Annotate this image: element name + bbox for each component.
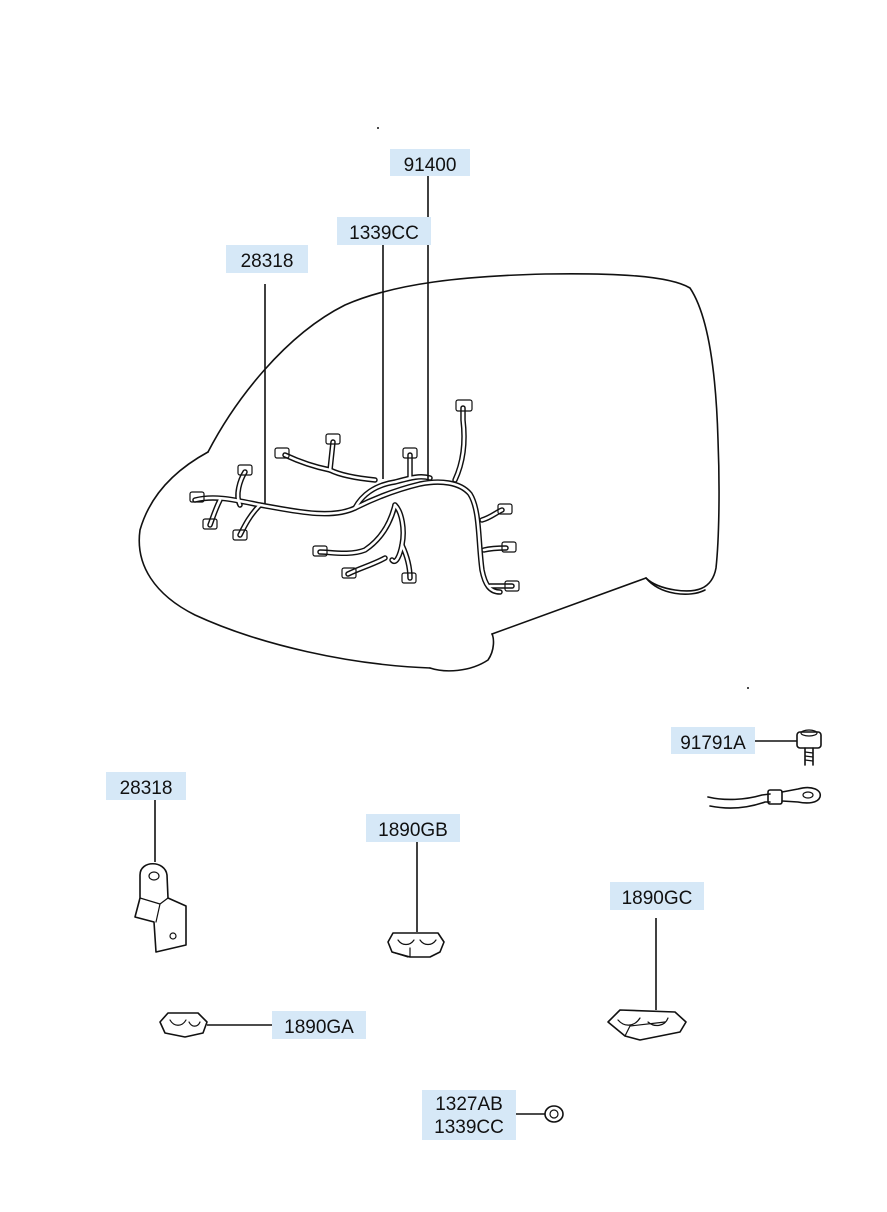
ground-strap: [707, 786, 822, 809]
nut-1327ab: [544, 1105, 564, 1123]
label-1327ab-1339cc[interactable]: 1327AB 1339CC: [422, 1090, 516, 1140]
clip-1890gb: [387, 932, 445, 958]
clip-1890ga: [159, 1012, 208, 1038]
svg-text:91791A: 91791A: [680, 733, 746, 754]
label-91791a[interactable]: 91791A: [671, 727, 755, 754]
svg-text:1890GA: 1890GA: [284, 1017, 354, 1038]
clip-1890gc: [607, 1009, 687, 1041]
svg-text:1327AB: 1327AB: [435, 1094, 503, 1115]
svg-text:28318: 28318: [120, 778, 173, 799]
label-28318-top[interactable]: 28318: [226, 245, 308, 273]
svg-text:1890GB: 1890GB: [378, 820, 448, 841]
svg-text:91400: 91400: [404, 155, 457, 176]
label-1890ga[interactable]: 1890GA: [272, 1011, 366, 1039]
vehicle-body-outline: [138, 272, 720, 672]
label-1339cc-top[interactable]: 1339CC: [337, 217, 431, 245]
svg-text:28318: 28318: [241, 251, 294, 272]
label-91400[interactable]: 91400: [390, 149, 470, 176]
bolt-91791a: [796, 729, 822, 766]
bracket-28318: [134, 862, 187, 953]
label-1890gc[interactable]: 1890GC: [610, 882, 704, 910]
label-28318-bracket[interactable]: 28318: [106, 772, 186, 800]
artwork-dot: [377, 127, 379, 129]
artwork-dot: [747, 687, 749, 689]
label-1890gb[interactable]: 1890GB: [366, 814, 460, 842]
svg-text:1890GC: 1890GC: [622, 888, 693, 909]
svg-text:1339CC: 1339CC: [349, 223, 419, 244]
svg-text:1339CC: 1339CC: [434, 1117, 504, 1138]
wiring-harness: [189, 399, 520, 595]
